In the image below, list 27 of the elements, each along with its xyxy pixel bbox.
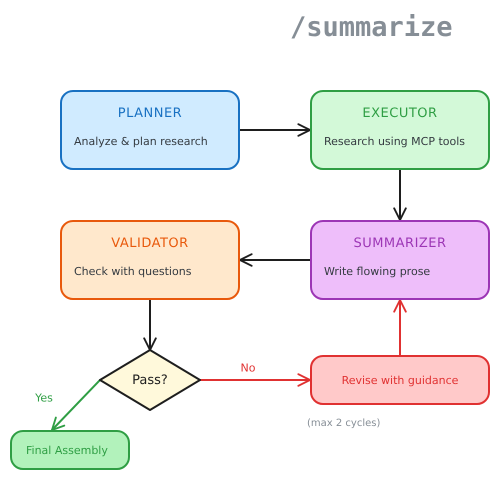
box-description: Analyze & plan research bbox=[74, 135, 208, 149]
edge-label: Yes bbox=[33, 392, 55, 404]
edge-label: No bbox=[238, 362, 258, 374]
arrow bbox=[143, 299, 157, 351]
box-title: SUMMARIZER bbox=[353, 235, 447, 253]
title: /summarize bbox=[290, 11, 453, 45]
arrow bbox=[393, 299, 407, 356]
box-description: Check with questions bbox=[74, 265, 192, 279]
note-text: (max 2 cycles) bbox=[307, 418, 380, 430]
process-box bbox=[60, 90, 240, 170]
box-title: EXECUTOR bbox=[362, 105, 438, 123]
box-title: PLANNER bbox=[118, 105, 182, 123]
arrow bbox=[239, 253, 311, 267]
arrow bbox=[239, 123, 311, 137]
decision-label: Pass? bbox=[132, 372, 168, 388]
process-box bbox=[310, 90, 490, 170]
box-label: Revise with guidance bbox=[342, 374, 458, 386]
process-box bbox=[60, 220, 240, 300]
arrow bbox=[51, 379, 101, 431]
box-label: Final Assembly bbox=[26, 444, 108, 456]
arrow bbox=[393, 169, 407, 221]
box-title: VALIDATOR bbox=[111, 235, 189, 253]
process-box bbox=[10, 430, 130, 470]
process-box bbox=[310, 220, 490, 300]
box-description: Research using MCP tools bbox=[324, 135, 466, 149]
box-description: Write flowing prose bbox=[324, 265, 430, 279]
arrow bbox=[199, 373, 311, 387]
